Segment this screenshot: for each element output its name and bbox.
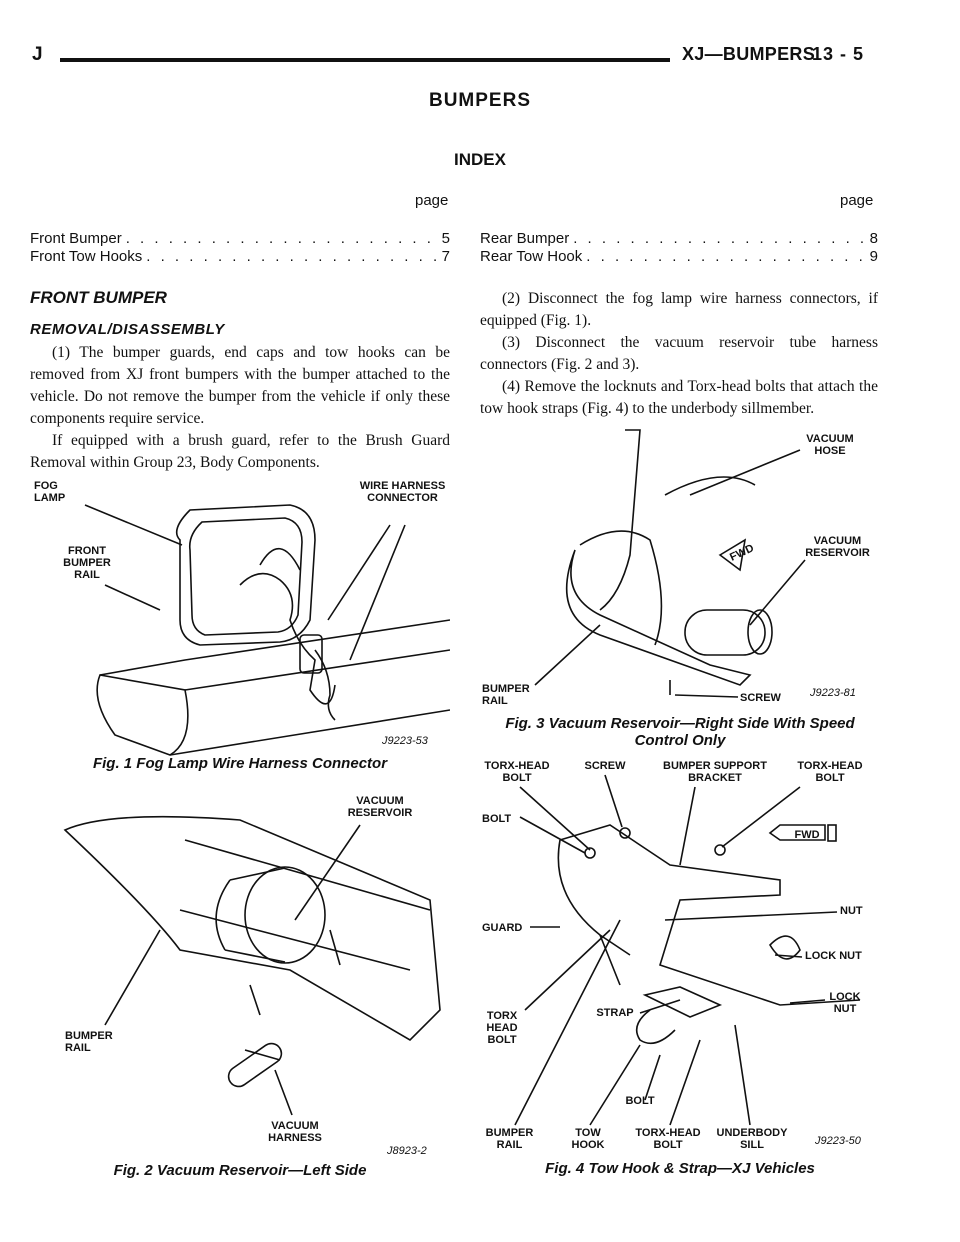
figure-caption: Fig. 4 Tow Hook & Strap—XJ Vehicles (545, 1160, 815, 1177)
header-section: XJ—BUMPERS (682, 44, 816, 64)
section-heading: FRONT BUMPER (30, 288, 167, 307)
callout-bumper-support-bracket: BUMPER SUPPORT BRACKET (663, 760, 767, 784)
index-entry-page: 5 (441, 230, 450, 247)
step-3: (3) Disconnect the vacuum reservoir tube… (480, 334, 878, 373)
callout-lock-nut-2: LOCK NUT (829, 991, 861, 1015)
figure-3: VACUUM HOSE VACUUM RESERVOIR BUMPER RAIL… (480, 425, 880, 755)
callout-front-bumper-rail: FRONT BUMPER RAIL (63, 545, 111, 581)
callout-vacuum-harness: VACUUM HARNESS (268, 1120, 322, 1144)
index-entry-label: Rear Bumper (480, 230, 570, 247)
header-page-number: 13 - 5 (812, 44, 865, 64)
index-entry[interactable]: Front Bumper . . . . . . . . . . . . . .… (30, 230, 450, 248)
index-page-label-right: page (840, 192, 874, 209)
right-column-text: (2) Disconnect the fog lamp wire harness… (480, 288, 878, 420)
callout-fog-lamp: FOG LAMP (34, 480, 66, 504)
callout-bumper-rail: BUMPER RAIL (65, 1030, 113, 1054)
callout-underbody-sill: UNDERBODY SILL (716, 1127, 788, 1151)
callout-wire-harness-connector: WIRE HARNESS CONNECTOR (359, 480, 446, 504)
index-title: INDEX (454, 150, 506, 169)
step-1: (1) The bumper guards, end caps and tow … (30, 344, 450, 427)
index-entry-page: 8 (869, 230, 878, 247)
callout-torx-head-bolt-low: TORX HEAD BOLT (486, 1010, 518, 1046)
callout-vacuum-reservoir: VACUUM RESERVOIR (805, 535, 870, 559)
vacuum-reservoir-right-illustration (565, 429, 773, 695)
index-leader: . . . . . . . . . . . . . . . . . . . . … (573, 230, 869, 247)
callout-strap: STRAP (596, 1007, 634, 1019)
step-4: (4) Remove the locknuts and Torx-head bo… (480, 378, 878, 417)
fog-lamp-illustration (96, 504, 450, 756)
figure-caption: Fig. 3 Vacuum Reservoir—Right Side With … (505, 715, 855, 749)
figure-code: J9223-53 (382, 735, 428, 747)
index-entry-page: 9 (869, 248, 878, 265)
callout-bolt-left: BOLT (482, 813, 512, 825)
subsection-heading: REMOVAL/DISASSEMBLY (30, 321, 225, 338)
brush-guard-note: If equipped with a brush guard, refer to… (30, 432, 450, 471)
vacuum-reservoir-left-illustration (63, 815, 441, 1088)
callout-screw: SCREW (740, 692, 781, 704)
figure-code: J8923-2 (387, 1145, 427, 1157)
index-leader: . . . . . . . . . . . . . . . . . . . . … (125, 230, 442, 247)
fig4-leader-lines (514, 774, 838, 1126)
fig2-leader-lines (104, 824, 361, 1116)
left-column-text: (1) The bumper guards, end caps and tow … (30, 342, 450, 474)
figure-caption: Fig. 2 Vacuum Reservoir—Left Side (113, 1162, 367, 1179)
callout-bolt-bottom: BOLT (625, 1095, 655, 1107)
callout-guard: GUARD (482, 922, 523, 934)
page-title: BUMPERS (428, 90, 531, 111)
index-leader: . . . . . . . . . . . . . . . . . . . . … (586, 248, 869, 265)
header-rule (60, 58, 670, 62)
index-entry[interactable]: Front Tow Hooks . . . . . . . . . . . . … (30, 248, 450, 266)
index-entry-page: 7 (441, 248, 450, 265)
index-entry-label: Front Bumper (30, 230, 122, 247)
index-entry-label: Front Tow Hooks (30, 248, 143, 265)
index-leader: . . . . . . . . . . . . . . . . . . . . … (146, 248, 441, 265)
callout-tow-hook: TOW HOOK (571, 1127, 605, 1151)
figure-code: J9223-81 (810, 687, 856, 699)
tow-hook-strap-illustration (557, 824, 861, 1045)
fig3-leader-lines (534, 449, 806, 698)
callout-screw: SCREW (584, 760, 626, 772)
callout-vacuum-hose: VACUUM HOSE (806, 433, 854, 457)
callout-torx-head-bolt-left: TORX-HEAD BOLT (484, 760, 550, 784)
figure-code: J9223-50 (815, 1135, 861, 1147)
index-entry-label: Rear Tow Hook (480, 248, 583, 265)
callout-torx-head-bolt-right: TORX-HEAD BOLT (797, 760, 863, 784)
figure-caption: Fig. 1 Fog Lamp Wire Harness Connector (92, 755, 388, 772)
index-right-column: Rear Bumper . . . . . . . . . . . . . . … (480, 230, 878, 266)
callout-vacuum-reservoir: VACUUM RESERVOIR (347, 795, 413, 819)
figure-4: TORX-HEAD BOLT SCREW BUMPER SUPPORT BRAC… (480, 755, 880, 1180)
callout-bumper-rail: BUMPER RAIL (485, 1127, 534, 1151)
step-2: (2) Disconnect the fog lamp wire harness… (480, 290, 878, 329)
index-entry[interactable]: Rear Tow Hook . . . . . . . . . . . . . … (480, 248, 878, 266)
index-left-column: Front Bumper . . . . . . . . . . . . . .… (30, 230, 450, 266)
index-page-label-left: page (415, 192, 449, 209)
figure-2: VACUUM RESERVOIR BUMPER RAIL VACUUM HARN… (30, 790, 450, 1180)
callout-torx-head-bolt-bottom: TORX-HEAD BOLT (635, 1127, 701, 1151)
callout-nut: NUT (840, 905, 863, 917)
callout-lock-nut: LOCK NUT (805, 950, 862, 962)
callout-bumper-rail: BUMPER RAIL (482, 683, 530, 707)
figure-1: FOG LAMP WIRE HARNESS CONNECTOR FRONT BU… (30, 470, 450, 772)
index-entry[interactable]: Rear Bumper . . . . . . . . . . . . . . … (480, 230, 878, 248)
fig1-leader-lines (84, 504, 406, 661)
fwd-arrow-label: FWD (794, 829, 820, 841)
header-letter: J (32, 44, 43, 65)
